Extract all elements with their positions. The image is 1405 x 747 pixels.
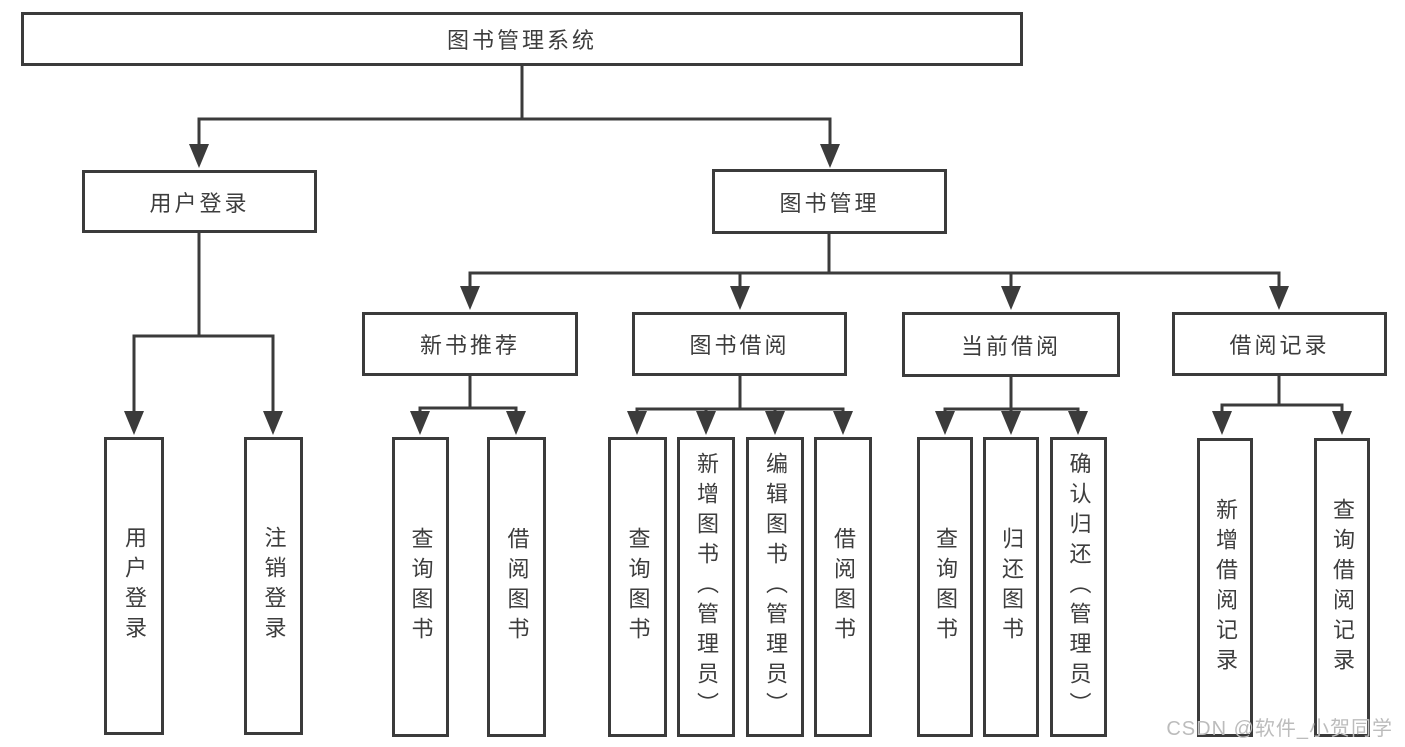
- node-label: 当前借阅: [960, 333, 1061, 359]
- node-label: 查询借阅记录: [1330, 497, 1355, 678]
- node-library-management-system: 图书管理系统: [21, 12, 1023, 66]
- node-label: 用户登录: [149, 190, 250, 216]
- arrowhead-book-borrowing: [730, 286, 750, 310]
- node-label: 借阅图书: [504, 527, 530, 647]
- node-label: 编辑图书（管理员）: [763, 452, 788, 722]
- arrowhead-bb-add: [696, 411, 716, 435]
- arrowhead-cb-return: [1001, 411, 1021, 435]
- node-label: 新增图书（管理员）: [694, 452, 719, 722]
- connector-new-book-recommend-children: [410, 376, 526, 435]
- node-label: 图书管理系统: [446, 28, 597, 53]
- line-bb-bar: [635, 407, 845, 412]
- node-label: 归还图书: [999, 527, 1024, 647]
- node-label: 新书推荐: [419, 333, 520, 358]
- node-borrowing-records: 借阅记录: [1172, 312, 1387, 376]
- leaf-nbr-query-books: 查询图书: [392, 437, 449, 737]
- connector-current-borrowing-children: [935, 377, 1088, 435]
- arrowhead-user-login-branch: [189, 144, 209, 168]
- arrowhead-cb-query: [935, 411, 955, 435]
- node-book-borrowing: 图书借阅: [632, 312, 847, 376]
- node-user-login-branch: 用户登录: [82, 170, 317, 233]
- connector-book-management-children: [460, 234, 1289, 310]
- leaf-bb-add-books-admin: 新增图书（管理员）: [677, 437, 735, 737]
- node-label: 用户登录: [122, 526, 147, 646]
- leaf-br-add-record: 新增借阅记录: [1197, 438, 1253, 737]
- arrowhead-nbr-query: [410, 411, 430, 435]
- line-level2-bar: [197, 117, 832, 146]
- arrowhead-cb-confirm: [1068, 411, 1088, 435]
- leaf-cb-query-books: 查询图书: [917, 437, 973, 737]
- node-label: 借阅图书: [831, 527, 856, 647]
- connector-book-borrowing-children: [627, 376, 853, 435]
- leaf-br-query-record: 查询借阅记录: [1314, 438, 1370, 737]
- leaf-logout: 注销登录: [244, 437, 303, 735]
- arrowhead-nbr-borrow: [506, 411, 526, 435]
- node-label: 注销登录: [261, 526, 287, 646]
- connector-borrowing-records-children: [1212, 376, 1352, 435]
- node-current-borrowing: 当前借阅: [902, 312, 1120, 377]
- leaf-bb-query-books: 查询图书: [608, 437, 667, 737]
- leaf-nbr-borrow-books: 借阅图书: [487, 437, 546, 737]
- line-user-login-bar: [132, 334, 275, 412]
- arrowhead-bb-query: [627, 411, 647, 435]
- arrowhead-current-borrowing: [1001, 286, 1021, 310]
- node-label: 确认归还（管理员）: [1066, 452, 1092, 722]
- line-level3-bar: [468, 271, 1281, 288]
- leaf-cb-confirm-return-admin: 确认归还（管理员）: [1050, 437, 1107, 737]
- node-book-management: 图书管理: [712, 169, 947, 234]
- node-label: 查询图书: [933, 527, 958, 647]
- arrowhead-new-book-recommend: [460, 286, 480, 310]
- arrowhead-br-query: [1332, 411, 1352, 435]
- leaf-cb-return-books: 归还图书: [983, 437, 1039, 737]
- node-new-book-recommend: 新书推荐: [362, 312, 578, 376]
- node-label: 借阅记录: [1229, 333, 1330, 358]
- arrowhead-br-add: [1212, 411, 1232, 435]
- line-br-bar: [1220, 403, 1344, 412]
- arrowhead-logout-leaf: [263, 411, 283, 435]
- node-label: 图书管理: [779, 190, 880, 216]
- connector-root-to-level2: [189, 66, 840, 168]
- leaf-bb-borrow-books: 借阅图书: [814, 437, 872, 737]
- arrowhead-bb-borrow: [833, 411, 853, 435]
- node-label: 查询图书: [625, 527, 651, 647]
- node-label: 查询图书: [408, 527, 434, 647]
- watermark: CSDN @软件_小贺同学: [1166, 718, 1393, 740]
- leaf-user-login: 用户登录: [104, 437, 164, 735]
- line-nbr-bar: [418, 406, 518, 412]
- node-label: 图书借阅: [689, 333, 790, 358]
- node-label: 新增借阅记录: [1213, 497, 1238, 678]
- arrowhead-bb-edit: [765, 411, 785, 435]
- leaf-bb-edit-books-admin: 编辑图书（管理员）: [746, 437, 804, 737]
- connector-user-login-children: [124, 233, 283, 435]
- arrowhead-borrowing-records: [1269, 286, 1289, 310]
- arrowhead-user-login-leaf: [124, 411, 144, 435]
- arrowhead-book-management: [820, 144, 840, 168]
